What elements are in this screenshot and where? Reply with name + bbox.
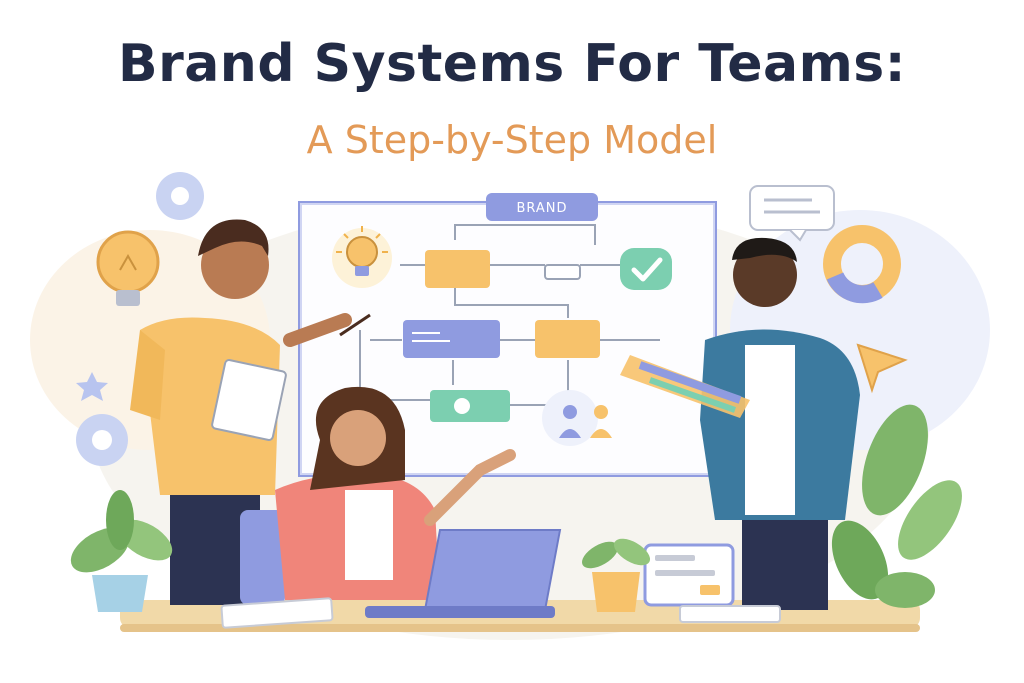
person-standing-right <box>620 237 860 610</box>
flow-node-blue <box>403 320 500 358</box>
flow-node-small <box>544 264 581 280</box>
brand-label: BRAND <box>516 201 567 216</box>
flow-node-green <box>430 390 510 422</box>
gear-icon <box>156 172 204 220</box>
page-title: Brand Systems For Teams: <box>117 34 907 94</box>
people-icon <box>542 390 612 446</box>
checkmark-icon <box>620 248 672 290</box>
plant-left <box>70 490 173 612</box>
plant-desk <box>581 538 651 612</box>
tablet <box>643 543 735 607</box>
flow-node-orange <box>425 250 490 288</box>
notepad <box>679 605 781 623</box>
board-lightbulb-icon <box>332 226 392 288</box>
table-edge <box>120 624 920 632</box>
star-icon <box>76 372 108 401</box>
donut-chart-icon <box>823 225 901 304</box>
person-standing-left <box>130 219 371 605</box>
gear-icon <box>76 414 128 466</box>
laptop <box>365 529 562 618</box>
illustration-scene: BRAND <box>30 172 990 640</box>
speech-bubble-icon <box>749 185 835 242</box>
plant-right <box>831 404 962 608</box>
lightbulb-icon <box>96 230 160 306</box>
document-stack <box>220 597 334 629</box>
flow-node-orange-2 <box>535 320 600 358</box>
brand-label-box <box>486 193 598 221</box>
page-subtitle: A Step-by-Step Model <box>306 118 718 162</box>
person-seated <box>240 386 516 605</box>
paper-plane-icon <box>856 343 908 394</box>
